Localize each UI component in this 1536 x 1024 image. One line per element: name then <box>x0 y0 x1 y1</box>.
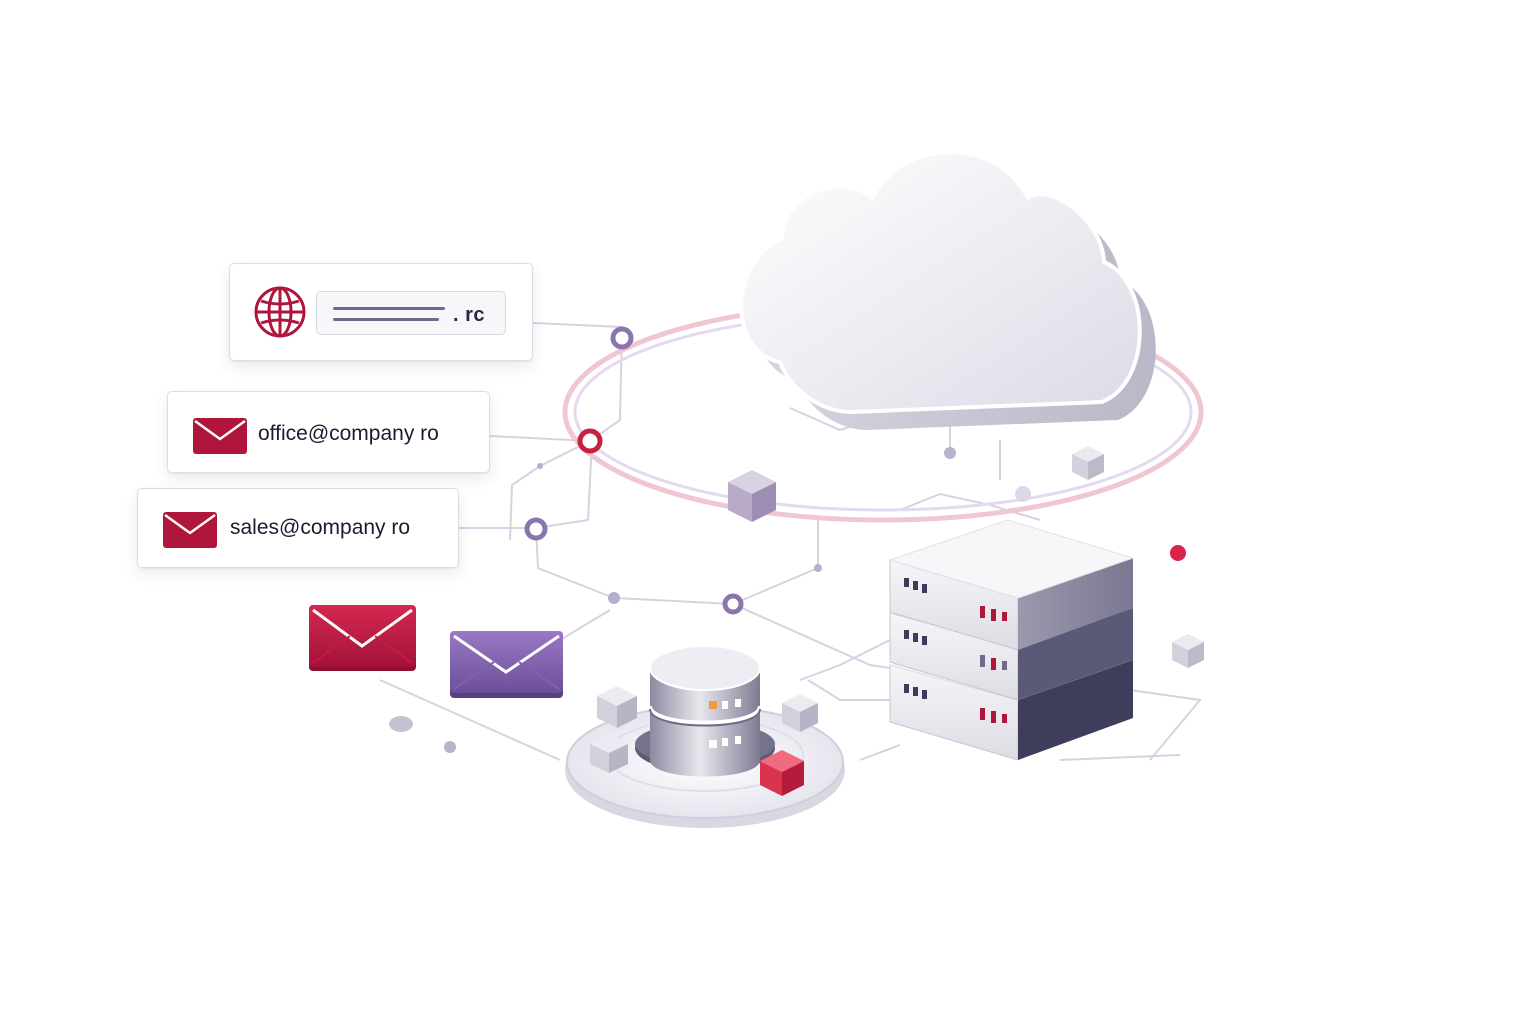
email-address: sales@company ro <box>230 516 411 539</box>
domain-card: . rc <box>229 263 533 361</box>
placeholder-line <box>333 307 445 310</box>
placeholder-line <box>333 318 439 321</box>
decorative-cubes <box>728 446 1204 668</box>
envelope-icon-red <box>309 605 416 671</box>
email-card-office: office@company ro <box>167 391 490 473</box>
domain-tld-label: . rc <box>452 304 485 326</box>
email-card-sales: sales@company ro <box>137 488 459 568</box>
envelope-icon-purple <box>450 631 563 698</box>
cloud-icon <box>739 150 1156 430</box>
globe-icon <box>254 286 306 338</box>
database-icon <box>648 645 762 777</box>
server-stack-icon <box>888 519 1135 761</box>
platform-cubes <box>590 686 818 796</box>
envelope-icon <box>193 418 247 454</box>
connector-lines <box>379 322 1202 761</box>
email-address: office@company ro <box>258 422 439 445</box>
domain-name-field: . rc <box>316 291 506 335</box>
envelope-icon <box>163 512 217 548</box>
